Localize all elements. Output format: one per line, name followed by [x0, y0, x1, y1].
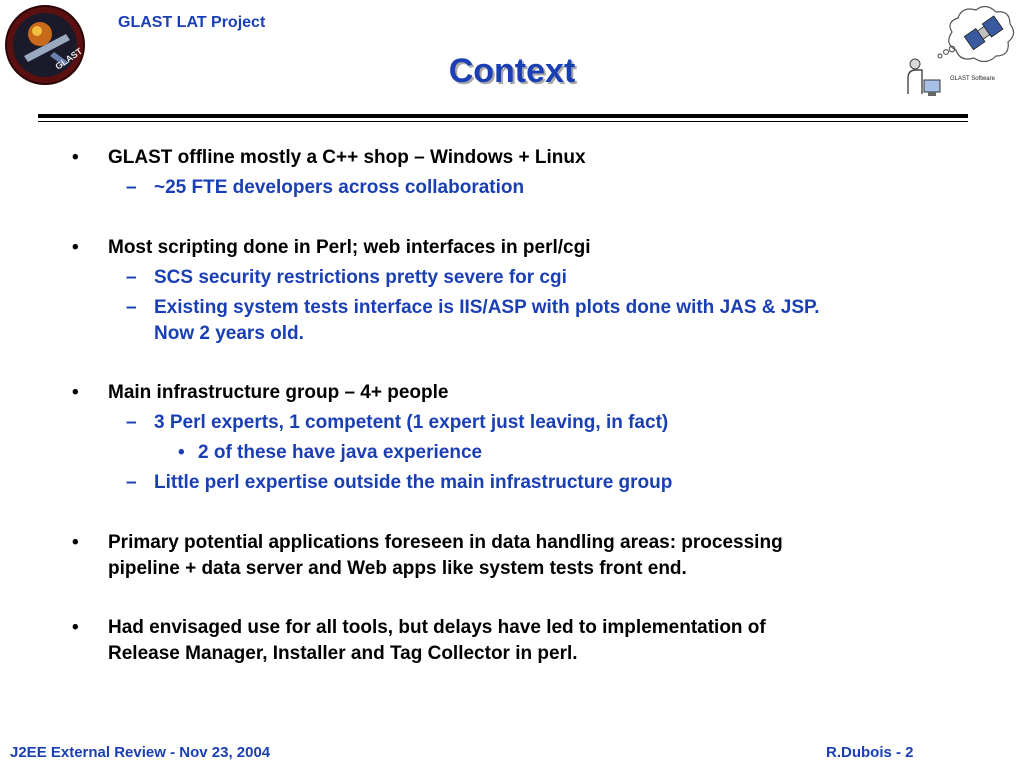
sub-bullet-2-2: – Existing system tests interface is IIS… [126, 295, 820, 321]
bullet-text: pipeline + data server and Web apps like… [108, 558, 687, 579]
bullet-text: Primary potential applications foreseen … [108, 532, 783, 553]
bullet-marker: • [72, 147, 79, 168]
sub-sub-bullet-marker: • [178, 442, 185, 463]
bullet-text: GLAST offline mostly a C++ shop – Window… [108, 147, 586, 168]
bullet-text: Main infrastructure group – 4+ people [108, 382, 449, 403]
title-divider-thick [38, 114, 968, 118]
sub-bullet-text: Existing system tests interface is IIS/A… [154, 297, 820, 318]
sub-bullet-text: 3 Perl experts, 1 competent (1 expert ju… [154, 412, 669, 433]
sub-bullet-marker: – [126, 297, 137, 318]
glast-software-logo: GLAST Software [907, 5, 1015, 96]
sub-bullet-marker: – [126, 412, 137, 433]
sub-bullet-marker: – [126, 472, 137, 493]
sub-bullet-marker: – [126, 177, 137, 198]
sub-bullet-text: SCS security restrictions pretty severe … [154, 267, 567, 288]
sub-bullet-text: Little perl expertise outside the main i… [154, 472, 673, 493]
bullet-3: • Main infrastructure group – 4+ people [72, 380, 449, 406]
title-divider-thin [38, 121, 968, 122]
page-title: Context [448, 52, 576, 90]
sub-bullet-text: Now 2 years old. [154, 323, 304, 344]
bullet-marker: • [72, 532, 79, 553]
sub-bullet-3-2: – Little perl expertise outside the main… [126, 470, 673, 496]
footer-event: J2EE External Review - Nov 23, 2004 [10, 744, 271, 761]
bullet-4: • Primary potential applications foresee… [72, 530, 783, 556]
bullet-marker: • [72, 237, 79, 258]
bullet-marker: • [72, 382, 79, 403]
bullet-text: Release Manager, Installer and Tag Colle… [108, 643, 578, 664]
project-name: GLAST LAT Project [118, 14, 266, 31]
sub-bullet-2-2-continued: Now 2 years old. [154, 321, 304, 347]
bullet-5: • Had envisaged use for all tools, but d… [72, 615, 766, 641]
bullet-text: Most scripting done in Perl; web interfa… [108, 237, 591, 258]
bullet-5-continued: Release Manager, Installer and Tag Colle… [108, 641, 578, 667]
sub-sub-bullet-3-1-1: • 2 of these have java experience [178, 440, 483, 466]
glast-mission-logo: GLAST [5, 5, 85, 85]
bullet-1: • GLAST offline mostly a C++ shop – Wind… [72, 145, 586, 171]
sub-bullet-marker: – [126, 267, 137, 288]
bullet-2: • Most scripting done in Perl; web inter… [72, 235, 591, 261]
bullet-4-continued: pipeline + data server and Web apps like… [108, 556, 687, 582]
footer-page-number: R.Dubois - 2 [826, 744, 914, 761]
sub-bullet-text: ~25 FTE developers across collaboration [154, 177, 525, 198]
software-logo-caption: GLAST Software [950, 76, 996, 82]
sub-bullet-1-1: – ~25 FTE developers across collaboratio… [126, 175, 525, 201]
sub-sub-bullet-text: 2 of these have java experience [198, 442, 483, 463]
bullet-marker: • [72, 617, 79, 638]
sub-bullet-3-1: – 3 Perl experts, 1 competent (1 expert … [126, 410, 669, 436]
sub-bullet-2-1: – SCS security restrictions pretty sever… [126, 265, 567, 291]
bullet-text: Had envisaged use for all tools, but del… [108, 617, 766, 638]
